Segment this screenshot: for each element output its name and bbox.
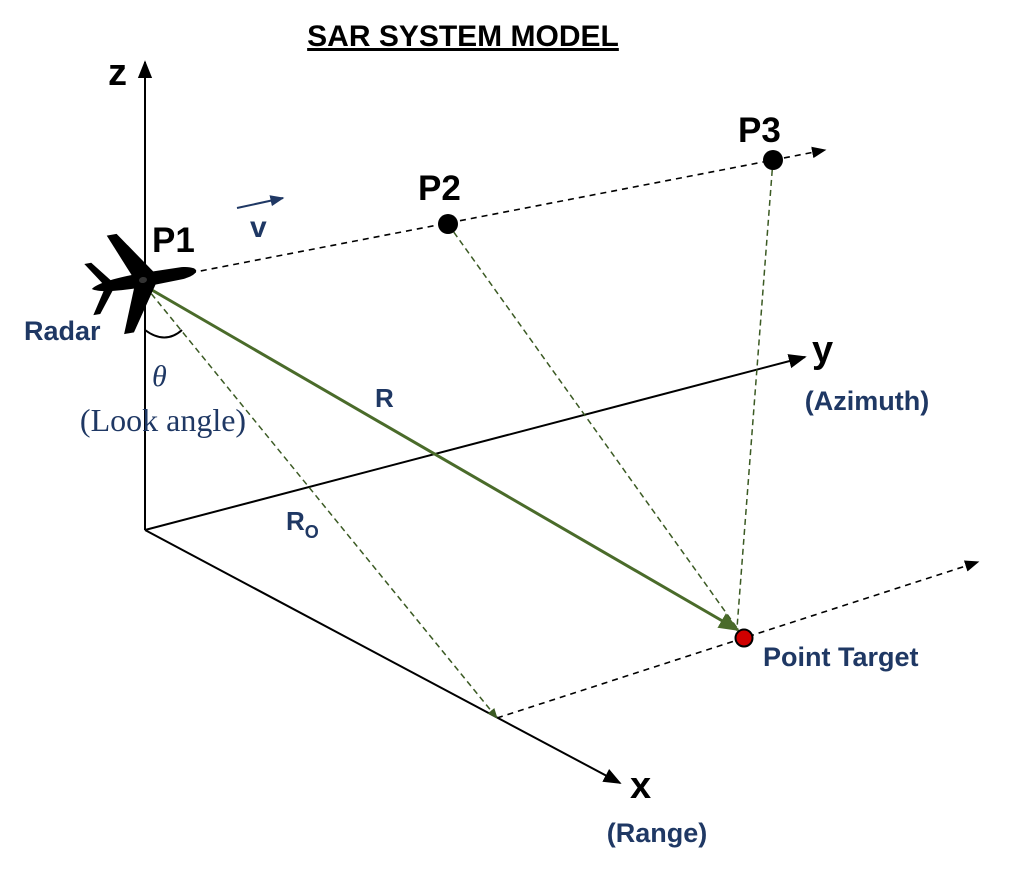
point-target-label: Point Target [763,642,919,672]
closest-range-label: RO [286,506,319,542]
x-axis-label: x [630,765,651,807]
velocity-arrow [236,195,285,209]
p2-to-target-line [447,223,738,629]
p3-point [763,150,783,170]
airplane-icon [84,233,197,335]
p2-label: P2 [418,169,461,208]
radar-label: Radar [24,316,101,346]
ground-track [496,560,980,719]
point-target [734,628,754,648]
p3-label: P3 [738,111,781,150]
velocity-label: v [250,211,267,244]
y-axis-label: y [812,329,833,371]
range-vector [144,284,740,632]
range-axis-label: (Range) [607,818,708,848]
closest-range-subscript: O [305,522,319,542]
azimuth-label: (Azimuth) [805,386,929,416]
closest-range-line [144,285,498,719]
look-angle-arc [144,329,183,339]
x-axis [144,529,622,784]
y-axis [144,354,807,531]
closest-range-main: R [286,506,305,536]
look-angle-symbol: θ [152,360,167,393]
z-axis-label: z [108,52,127,94]
range-vector-label: R [375,383,394,413]
look-angle-label: (Look angle) [80,402,246,438]
flight-path [189,146,827,274]
p2-point [438,214,458,234]
p1-label: P1 [152,221,195,260]
p3-to-target-line [736,159,774,629]
diagram-title: SAR SYSTEM MODEL [307,20,619,53]
